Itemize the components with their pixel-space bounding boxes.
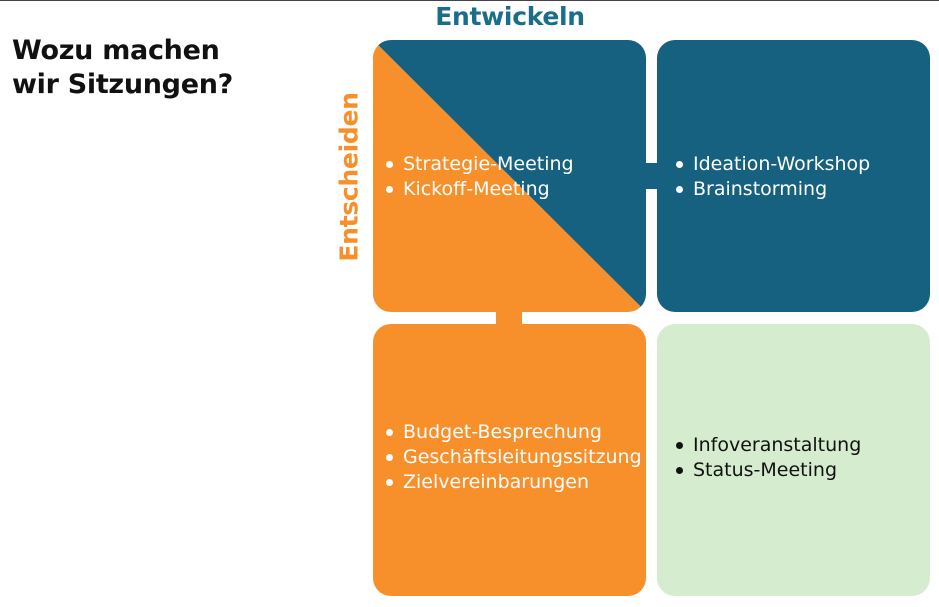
title-line: Wozu machen bbox=[12, 35, 220, 66]
list-item: Infoveranstaltung bbox=[676, 433, 861, 458]
list-item: Brainstorming bbox=[676, 177, 870, 202]
quadrant-top-right: Ideation-Workshop Brainstorming bbox=[657, 40, 930, 312]
quadrant-bottom-left: Budget-Besprechung Geschäftsleitungssitz… bbox=[373, 324, 646, 596]
top-right-list: Ideation-Workshop Brainstorming bbox=[676, 152, 870, 202]
diagonal-split-graphic bbox=[373, 40, 646, 312]
bottom-left-list: Budget-Besprechung Geschäftsleitungssitz… bbox=[386, 420, 642, 495]
axis-label-entwickeln: Entwickeln bbox=[435, 2, 585, 31]
title-line: wir Sitzungen? bbox=[12, 69, 234, 100]
list-item: Geschäftsleitungssitzung bbox=[386, 445, 642, 470]
quadrant-top-left: Strategie-Meeting Kickoff-Meeting bbox=[373, 40, 646, 312]
list-item: Budget-Besprechung bbox=[386, 420, 642, 445]
quadrant-bottom-right: Infoveranstaltung Status-Meeting bbox=[657, 324, 930, 596]
page-title: Wozu machen wir Sitzungen? bbox=[12, 34, 272, 102]
axis-label-entscheiden: Entscheiden bbox=[334, 92, 364, 262]
list-item: Strategie-Meeting bbox=[386, 152, 574, 177]
top-left-list: Strategie-Meeting Kickoff-Meeting bbox=[386, 152, 574, 202]
top-border bbox=[0, 0, 939, 1]
list-item: Kickoff-Meeting bbox=[386, 177, 574, 202]
bottom-right-list: Infoveranstaltung Status-Meeting bbox=[676, 433, 861, 483]
list-item: Ideation-Workshop bbox=[676, 152, 870, 177]
list-item: Zielvereinbarungen bbox=[386, 470, 642, 495]
list-item: Status-Meeting bbox=[676, 458, 861, 483]
